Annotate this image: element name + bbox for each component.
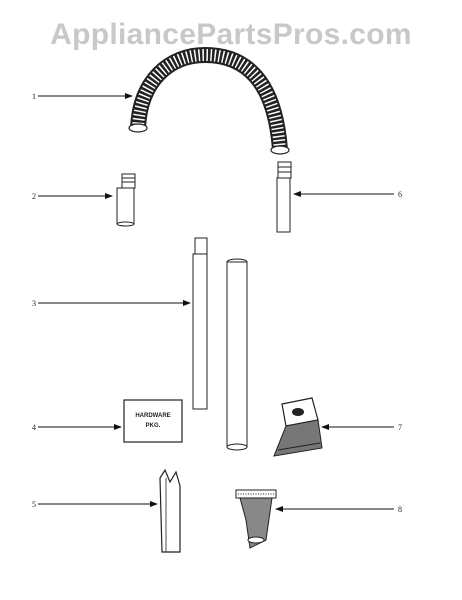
callout-8: 8 — [275, 505, 402, 514]
crevice-tool — [159, 468, 181, 553]
dusting-brush — [273, 397, 323, 457]
part-number-5: 5 — [32, 500, 36, 509]
callout-5: 5 — [32, 500, 158, 509]
part-number-7: 7 — [398, 423, 402, 432]
upholstery-nozzle — [235, 489, 277, 549]
hose — [128, 46, 290, 155]
part-number-2: 2 — [32, 192, 36, 201]
hose-connector — [116, 173, 136, 227]
hardware-package: HARDWARE PKG. — [123, 399, 183, 443]
hardware-label-line1: HARDWARE — [135, 413, 170, 419]
callout-2: 2 — [32, 192, 113, 201]
part-number-3: 3 — [32, 299, 36, 308]
extension-wands — [192, 237, 248, 451]
part-number-1: 1 — [32, 92, 36, 101]
hose-end-tube — [276, 161, 292, 233]
watermark: AppliancePartsPros.com — [50, 18, 412, 51]
hardware-label-line2: PKG. — [146, 423, 161, 429]
callout-3: 3 — [32, 299, 191, 308]
part-number-4: 4 — [32, 423, 36, 432]
callout-7: 7 — [321, 423, 402, 432]
part-number-6: 6 — [398, 190, 402, 199]
callout-4: 4 — [32, 423, 122, 432]
part-number-8: 8 — [398, 505, 402, 514]
callout-6: 6 — [293, 190, 402, 199]
callout-1: 1 — [32, 92, 133, 101]
